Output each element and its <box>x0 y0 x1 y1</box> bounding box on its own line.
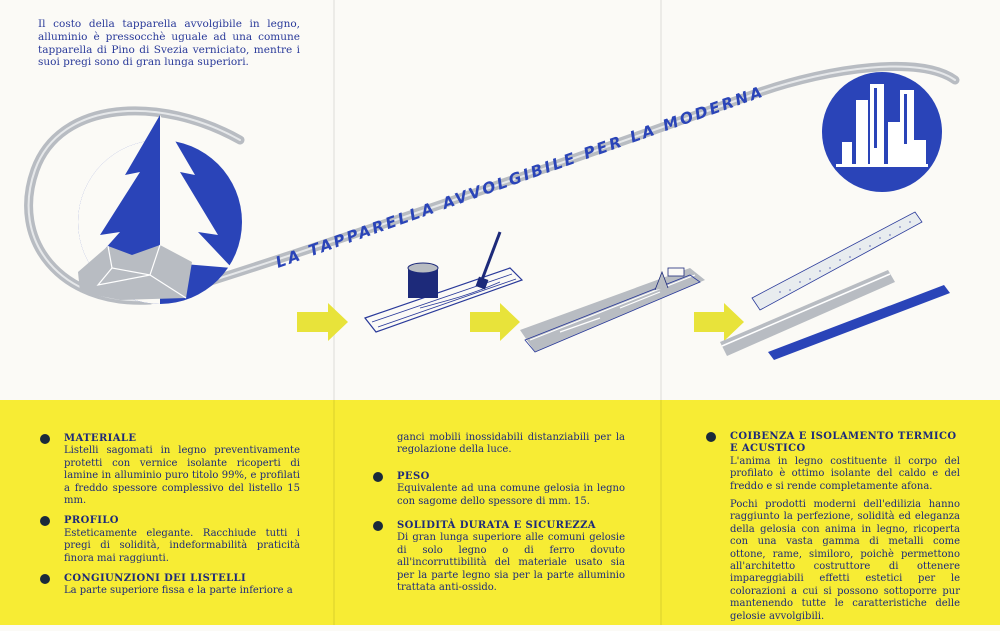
section-coibenza: COIBENZA E ISOLAMENTO TERMICO E ACUSTICO… <box>706 431 960 623</box>
heading-materiale: MATERIALE <box>64 433 137 444</box>
column-1: MATERIALE Listelli sagomati in legno pre… <box>40 433 300 606</box>
bullet-icon <box>40 574 50 585</box>
section-profilo: PROFILO Esteticamente elegante. Racchiud… <box>40 515 300 565</box>
text-solidita: Di gran lunga superiore alle comuni gelo… <box>397 532 625 594</box>
bullet-icon <box>40 434 50 444</box>
heading-solidita: SOLIDITÀ DURATA E SICUREZZA <box>397 520 596 532</box>
bullet-icon <box>706 432 716 442</box>
column-2: ganci mobili inossidabili distanziabili … <box>373 432 625 602</box>
fold-line-right <box>660 0 662 625</box>
illustration: LA TAPPARELLA AVVOLGIBILE PER LA MODERNA… <box>0 0 960 360</box>
section-solidita: SOLIDITÀ DURATA E SICUREZZA Di gran lung… <box>373 520 625 594</box>
text-congiunzioni-cont: ganci mobili inossidabili distanziabili … <box>397 432 625 456</box>
heading-coibenza: COIBENZA E ISOLAMENTO TERMICO E ACUSTICO <box>730 431 957 455</box>
bullet-icon <box>373 471 383 482</box>
text-materiale: Listelli sagomati in legno preventivamen… <box>64 445 300 507</box>
text-profilo: Esteticamente elegante. Racchiude tutti … <box>64 527 300 564</box>
heading-profilo: PROFILO <box>64 515 119 527</box>
bottom-yellow-panel <box>0 400 1000 625</box>
section-congiunzioni-cont: ganci mobili inossidabili distanziabili … <box>397 432 625 457</box>
section-materiale: MATERIALE Listelli sagomati in legno pre… <box>40 433 300 507</box>
bullet-icon <box>373 521 383 532</box>
pine-tree-icon <box>78 115 242 304</box>
text-peso: Equivalente ad una comune gelosia in leg… <box>397 483 625 507</box>
city-buildings-icon <box>822 72 942 192</box>
section-peso: PESO Equivalente ad una comune gelosia i… <box>373 470 625 508</box>
arrow-right-icon <box>297 303 744 341</box>
text-congiunzioni: La parte superiore fissa e la parte infe… <box>64 585 293 597</box>
text-coibenza-1: L'anima in legno costituente il corpo de… <box>730 455 960 492</box>
section-congiunzioni: CONGIUNZIONI DEI LISTELLI La parte super… <box>40 573 300 598</box>
heading-peso: PESO <box>397 470 430 482</box>
bullet-icon <box>40 516 50 527</box>
aluminium-strip <box>520 267 705 353</box>
heading-congiunzioni: CONGIUNZIONI DEI LISTELLI <box>64 573 247 585</box>
column-3: COIBENZA E ISOLAMENTO TERMICO E ACUSTICO… <box>706 431 960 631</box>
finished-profiles <box>720 211 950 360</box>
text-coibenza-2: Pochi prodotti moderni dell'edilizia han… <box>730 499 960 622</box>
intro-text: Il costo della tapparella avvolgibile in… <box>38 18 300 69</box>
paint-can-brush-icon <box>364 231 524 333</box>
